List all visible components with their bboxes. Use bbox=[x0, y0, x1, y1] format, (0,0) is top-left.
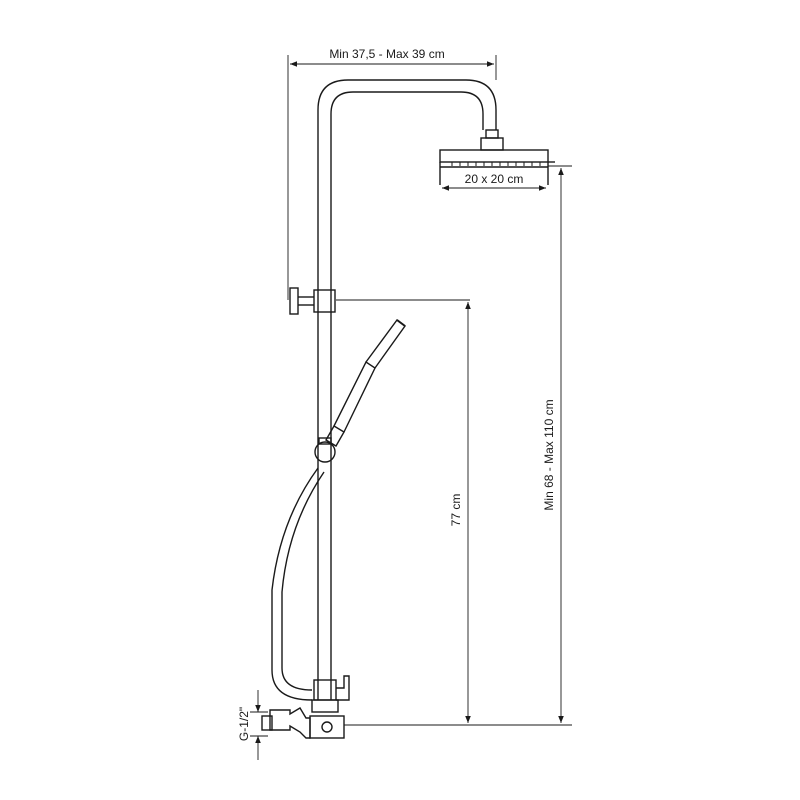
head-swivel bbox=[480, 137, 504, 151]
inlet-thread-label: G-1/2" bbox=[237, 707, 251, 741]
riser-pipe-inner bbox=[330, 91, 484, 700]
head-size-label: 20 x 20 cm bbox=[465, 172, 524, 186]
rain-shower-head bbox=[439, 149, 555, 185]
bracket-height-label: 77 cm bbox=[449, 494, 463, 527]
head-nozzles bbox=[451, 162, 541, 166]
hand-shower bbox=[325, 319, 406, 447]
flexible-hose-outer bbox=[271, 467, 319, 701]
arm-reach-label: Min 37,5 - Max 39 cm bbox=[329, 47, 444, 61]
riser-pipe-outer bbox=[317, 79, 497, 700]
inlet-mixer bbox=[261, 707, 345, 739]
head-connector bbox=[485, 129, 499, 139]
wall-bracket bbox=[289, 287, 336, 315]
dimension-lines bbox=[250, 55, 572, 760]
diverter-valve bbox=[311, 675, 350, 713]
flexible-hose-inner bbox=[281, 471, 325, 691]
shower-column bbox=[261, 79, 555, 739]
total-height-label: Min 68 - Max 110 cm bbox=[542, 399, 556, 510]
hand-shower-holder bbox=[314, 441, 336, 463]
